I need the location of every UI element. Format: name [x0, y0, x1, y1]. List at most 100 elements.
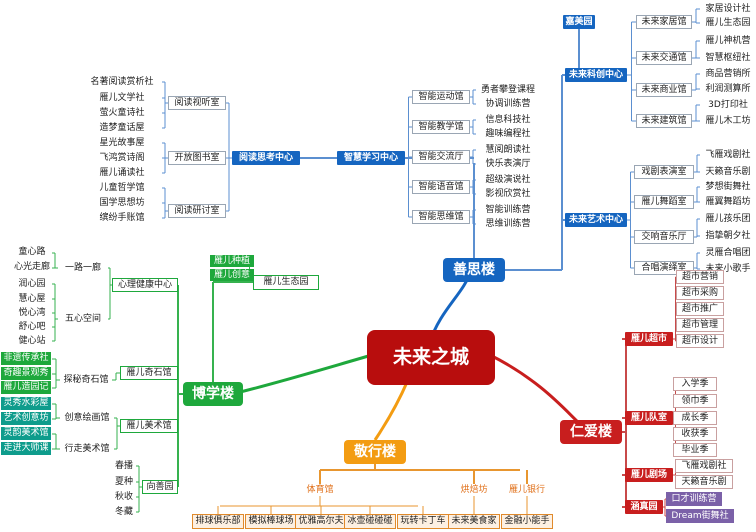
- eco-item[interactable]: 雁儿创意: [210, 269, 254, 281]
- arts-group-label[interactable]: 雁儿舞蹈室: [634, 195, 694, 209]
- jiamei-garden[interactable]: 嘉美园: [563, 15, 595, 29]
- gym-item[interactable]: 排球俱乐部: [192, 514, 244, 529]
- innovation-item[interactable]: 雁儿神机营: [705, 35, 751, 46]
- reading-item[interactable]: 飞鸿赏诗阁: [99, 152, 145, 163]
- team-item[interactable]: 收获季: [673, 427, 717, 441]
- smart-group-label[interactable]: 智能运动馆: [412, 90, 470, 104]
- smart-item[interactable]: 影视欣赏社: [485, 188, 531, 199]
- smart-learning-center[interactable]: 智慧学习中心: [337, 151, 405, 165]
- team-item[interactable]: 入学季: [673, 377, 717, 391]
- innovation-group-label[interactable]: 未来商业馆: [636, 83, 692, 97]
- mental-item[interactable]: 润心园: [18, 278, 46, 289]
- smart-item[interactable]: 信息科技社: [485, 114, 531, 125]
- innovation-item[interactable]: 雁儿生态园: [705, 17, 751, 28]
- smart-item[interactable]: 协调训练营: [485, 98, 531, 109]
- market-item[interactable]: 超市设计: [676, 334, 724, 348]
- season-item[interactable]: 春播: [114, 460, 133, 471]
- hub-jingxing[interactable]: 敬行楼: [344, 440, 406, 464]
- bank[interactable]: 雁儿银行: [508, 484, 545, 495]
- theatre-item[interactable]: 天籁音乐剧: [675, 475, 733, 489]
- art-item[interactable]: 走进大师课: [1, 442, 51, 455]
- reading-item[interactable]: 国学思想坊: [99, 197, 145, 208]
- reading-item[interactable]: 缤纷手账馆: [99, 212, 145, 223]
- hanzhen-garden[interactable]: 涵真园: [625, 500, 663, 514]
- innovation-group-label[interactable]: 未来家居馆: [636, 15, 692, 29]
- innovation-item[interactable]: 雁儿木工坊: [705, 115, 751, 126]
- arts-item[interactable]: 未来小歌手: [705, 263, 751, 274]
- innovation-item[interactable]: 利润测算所: [705, 83, 751, 94]
- hanzhen-item[interactable]: Dream街舞社: [666, 509, 734, 523]
- theatre-item[interactable]: 飞雁戏剧社: [675, 459, 733, 473]
- art-item[interactable]: 灵秀水彩屋: [1, 397, 51, 410]
- smart-group-label[interactable]: 智能思维馆: [412, 210, 470, 224]
- market-item[interactable]: 超市营销: [676, 270, 724, 284]
- reading-item[interactable]: 名著阅读赏析社: [90, 76, 154, 87]
- art-group-label[interactable]: 行走美术馆: [64, 443, 110, 454]
- team-item[interactable]: 毕业季: [673, 443, 717, 457]
- eco-item[interactable]: 雁儿种植: [210, 255, 254, 267]
- gym-item[interactable]: 玩转卡丁车: [397, 514, 449, 529]
- arts-item[interactable]: 灵雁合唱团: [705, 247, 751, 258]
- hanzhen-item[interactable]: 口才训练营: [666, 492, 722, 506]
- arts-item[interactable]: 梦想街舞社: [705, 181, 751, 192]
- gym[interactable]: 体育馆: [306, 484, 334, 495]
- theatre[interactable]: 雁儿剧场: [625, 468, 673, 482]
- arts-center[interactable]: 未来艺术中心: [565, 213, 627, 227]
- reading-item[interactable]: 儿童哲学馆: [99, 182, 145, 193]
- smart-item[interactable]: 智能训练营: [485, 204, 531, 215]
- art-item[interactable]: 灵韵美术馆: [1, 427, 51, 440]
- reading-item[interactable]: 造梦童话屋: [99, 122, 145, 133]
- center-node[interactable]: 未来之城: [367, 330, 495, 385]
- reading-item[interactable]: 星光故事屋: [99, 137, 145, 148]
- reading-item[interactable]: 萤火童诗社: [99, 107, 145, 118]
- stone-museum[interactable]: 雁儿奇石馆: [120, 366, 178, 380]
- gym-item[interactable]: 冰壶碰碰碰: [344, 514, 396, 529]
- gym-item[interactable]: 模拟棒球场: [245, 514, 297, 529]
- hub-boxue[interactable]: 博学楼: [183, 382, 243, 406]
- arts-item[interactable]: 雁翼舞蹈坊: [705, 196, 751, 207]
- arts-item[interactable]: 雁儿孩乐团: [705, 213, 751, 224]
- stone-group-label[interactable]: 探秘奇石馆: [63, 375, 109, 385]
- arts-group-label[interactable]: 戏剧表演室: [634, 165, 694, 179]
- season-item[interactable]: 秋收: [114, 491, 133, 502]
- mental-item[interactable]: 悦心湾: [18, 307, 46, 318]
- team-item[interactable]: 领巾季: [673, 394, 717, 408]
- smart-item[interactable]: 快乐表演厅: [485, 158, 531, 169]
- reading-item[interactable]: 雁儿诵读社: [99, 167, 145, 178]
- innovation-group-label[interactable]: 未来建筑馆: [636, 114, 692, 128]
- xiangshan-garden[interactable]: 向善园: [142, 480, 178, 494]
- arts-item[interactable]: 指挚朝夕社: [705, 230, 751, 241]
- reading-group-label[interactable]: 阅读视听室: [168, 96, 226, 110]
- stone-item[interactable]: 雁儿造园记: [1, 381, 51, 394]
- innovation-item[interactable]: 家居设计社: [705, 3, 751, 14]
- innovation-item[interactable]: 3D打印社: [708, 99, 748, 110]
- market-item[interactable]: 超市推广: [676, 302, 724, 316]
- arts-group-label[interactable]: 交响音乐厅: [634, 230, 694, 244]
- art-group-label[interactable]: 创意绘画馆: [64, 412, 110, 423]
- season-item[interactable]: 夏种: [114, 476, 133, 487]
- smart-group-label[interactable]: 智能教学馆: [412, 120, 470, 134]
- smart-group-label[interactable]: 智能交流厅: [412, 150, 470, 164]
- innovation-item[interactable]: 智慧枢纽社: [705, 52, 751, 63]
- mental-group-label[interactable]: 一路一廊: [64, 262, 101, 273]
- season-item[interactable]: 冬藏: [114, 506, 133, 517]
- mental-item[interactable]: 心光走廊: [14, 261, 51, 272]
- art-item[interactable]: 艺术创意坊: [1, 412, 51, 425]
- hub-shansi[interactable]: 善思楼: [443, 258, 505, 282]
- mental-item[interactable]: 舒心吧: [18, 321, 46, 332]
- mental-item[interactable]: 慧心屋: [18, 293, 46, 304]
- reading-group-label[interactable]: 开放图书室: [168, 151, 226, 165]
- bakery[interactable]: 烘焙坊: [460, 484, 488, 495]
- reading-item[interactable]: 雁儿文学社: [99, 92, 145, 103]
- supermarket[interactable]: 雁儿超市: [625, 332, 673, 346]
- reading-group-label[interactable]: 阅读研讨室: [168, 204, 226, 218]
- gym-item[interactable]: 优雅高尔夫: [295, 514, 347, 529]
- bank-item[interactable]: 金融小能手: [501, 514, 553, 529]
- smart-item[interactable]: 勇者攀登课程: [480, 84, 535, 95]
- mental-group-label[interactable]: 五心空间: [64, 313, 101, 324]
- mental-item[interactable]: 健心站: [18, 335, 46, 346]
- smart-group-label[interactable]: 智能语音馆: [412, 180, 470, 194]
- mental-item[interactable]: 童心路: [18, 246, 46, 257]
- bakery-item[interactable]: 未来美食家: [448, 514, 500, 529]
- mental-health-center[interactable]: 心理健康中心: [112, 278, 178, 292]
